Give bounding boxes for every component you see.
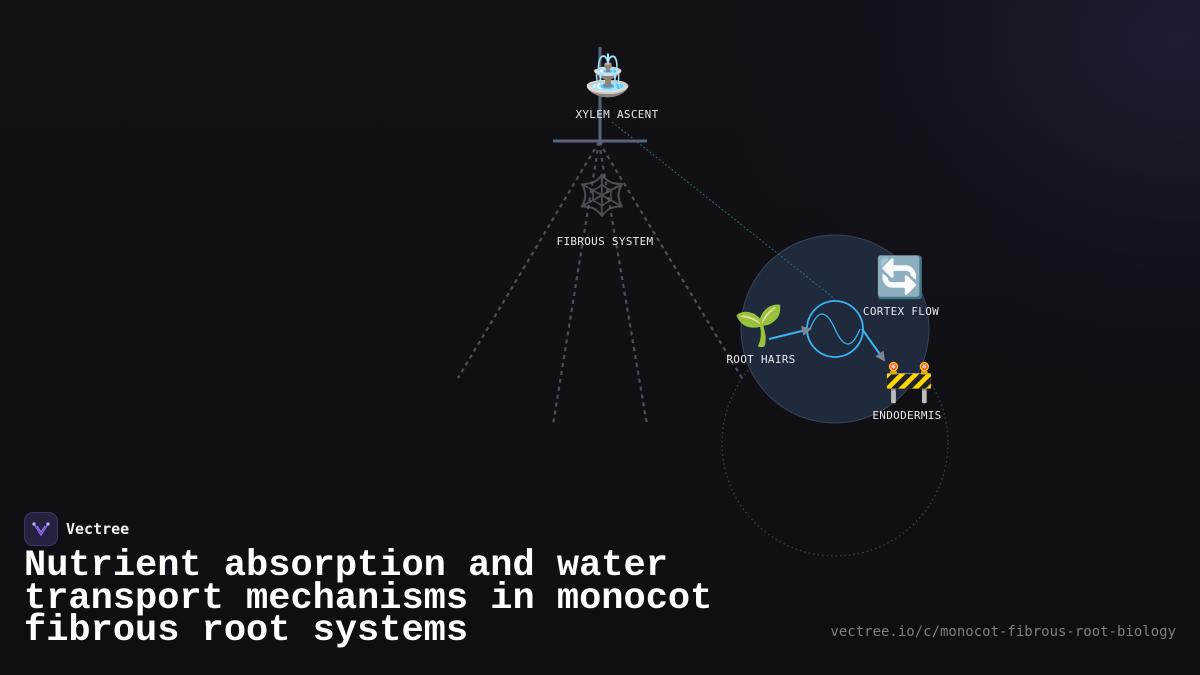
root-line — [598, 141, 743, 379]
page-title: Nutrient absorption and water transport … — [24, 545, 713, 652]
wave-path — [809, 313, 861, 345]
counterclockwise-arrows-icon: 🔄 — [875, 255, 925, 301]
brand: Vectree — [24, 512, 129, 546]
root-hairs-label: ROOT HAIRS — [726, 353, 796, 366]
root-line — [457, 141, 600, 379]
fountain-icon: ⛲ — [583, 53, 633, 99]
spider-web-icon: 🕸️ — [577, 173, 627, 219]
seedling-icon: 🌱 — [734, 303, 784, 349]
brand-name: Vectree — [66, 520, 130, 538]
endodermis-label: ENDODERMIS — [872, 409, 942, 422]
xylem-cortex-connector — [611, 121, 836, 300]
fibrous-system-label: FIBROUS SYSTEM — [556, 235, 654, 248]
endodermis-arrow — [861, 328, 886, 362]
cortex-flow-label: CORTEX FLOW — [862, 305, 940, 318]
source-url[interactable]: vectree.io/c/monocot-fibrous-root-biolog… — [830, 624, 1176, 640]
vectree-logo-icon — [24, 512, 58, 546]
xylem-ascent-label: XYLEM ASCENT — [575, 108, 659, 121]
junction-dot — [597, 139, 603, 145]
roothairs-arrow — [768, 326, 812, 340]
vectree-logo-mark — [32, 522, 50, 537]
construction-barrier-icon: 🚧 — [884, 359, 934, 405]
